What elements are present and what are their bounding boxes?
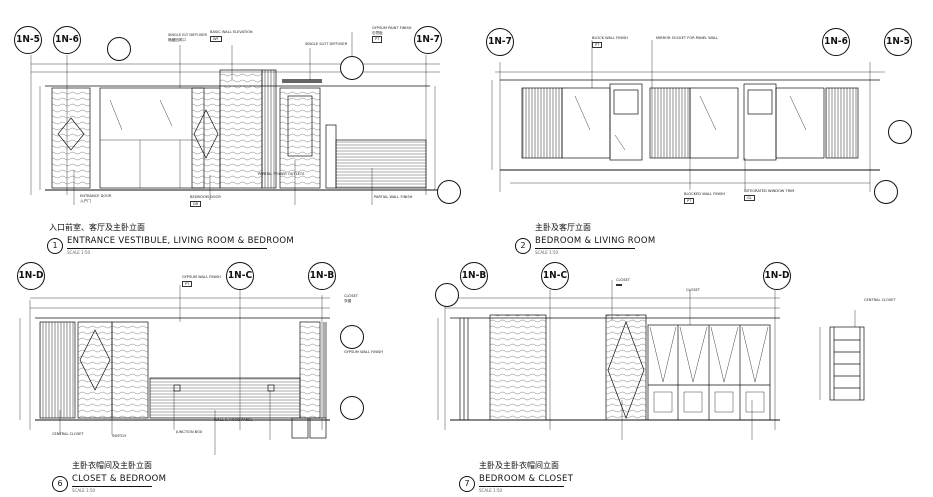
view-title-en: BEDROOM & CLOSET (479, 474, 574, 484)
callout-note: WALL & HOOD PANEL (214, 418, 253, 422)
view-title-zh: 主卧及客厅立面 (535, 223, 591, 232)
grid-tag: 1N-6 (53, 26, 81, 54)
section-marker-circle (888, 120, 912, 144)
view-scale: SCALE 1:50 (67, 250, 91, 255)
section-marker-circle (340, 56, 364, 80)
callout-note: SWITCH (112, 434, 127, 438)
view-title-zh: 入口前室、客厅及主卧立面 (49, 223, 145, 232)
view-number: 1 (47, 238, 63, 254)
grid-tag: 1N-D (763, 262, 791, 290)
section-marker-circle (107, 37, 131, 61)
section-marker-circle (874, 180, 898, 204)
callout-note: MIRROR SOCKET FOR PANEL WALL (656, 36, 719, 40)
section-marker-circle (435, 283, 459, 307)
elevation-1 (30, 32, 440, 205)
section-marker-circle (437, 180, 461, 204)
grid-tag: 1N-C (226, 262, 254, 290)
view-title-zh: 主卧及主卧衣帽间立面 (479, 461, 559, 470)
view-title-zh: 主卧衣帽间及主卧立面 (72, 461, 152, 470)
callout-note: SINGLE SLOT DIFFUSER (305, 42, 348, 46)
callout-note: JUNCTION BOX (176, 430, 203, 434)
grid-tag: 1N-7 (414, 26, 442, 54)
grid-tag: 1N-B (308, 262, 336, 290)
view-number: 6 (52, 476, 68, 492)
callout-note: CLOSET (686, 288, 700, 292)
elevation-7 (437, 280, 780, 440)
grid-tag: 1N-6 (822, 28, 850, 56)
view-number: 2 (515, 238, 531, 254)
view-title-en: BEDROOM & LIVING ROOM (535, 236, 656, 246)
view-scale: SCALE 1:50 (479, 488, 503, 493)
section-marker-circle (340, 325, 364, 349)
grid-tag: 1N-C (541, 262, 569, 290)
view-title-en: ENTRANCE VESTIBULE, LIVING ROOM & BEDROO… (67, 236, 295, 246)
elevation-2 (491, 40, 885, 192)
callout-note: CENTRAL CLOSET (864, 298, 896, 302)
grid-tag: 1N-5 (884, 28, 912, 56)
grid-tag: 1N-7 (486, 28, 514, 56)
callout-note: CLOSET (616, 278, 630, 287)
closet-detail (819, 310, 865, 401)
callout-note: GYPSUM WALL FINISH (344, 350, 383, 354)
callout-note: PARTIAL POWER OUTLETS (258, 172, 305, 176)
view-number: 7 (459, 476, 475, 492)
grid-tag: 1N-D (17, 262, 45, 290)
view-title-en: CLOSET & BEDROOM (72, 474, 167, 484)
grid-tag: 1N-B (460, 262, 488, 290)
grid-tag: 1N-5 (14, 26, 42, 54)
elevation-6 (19, 285, 330, 455)
callout-note: PARTIAL WALL FINISH (374, 195, 413, 199)
section-marker-circle (340, 396, 364, 420)
view-scale: SCALE 1:50 (535, 250, 559, 255)
callout-note: CENTRAL CLOSET (52, 432, 84, 436)
view-scale: SCALE 1:50 (72, 488, 96, 493)
